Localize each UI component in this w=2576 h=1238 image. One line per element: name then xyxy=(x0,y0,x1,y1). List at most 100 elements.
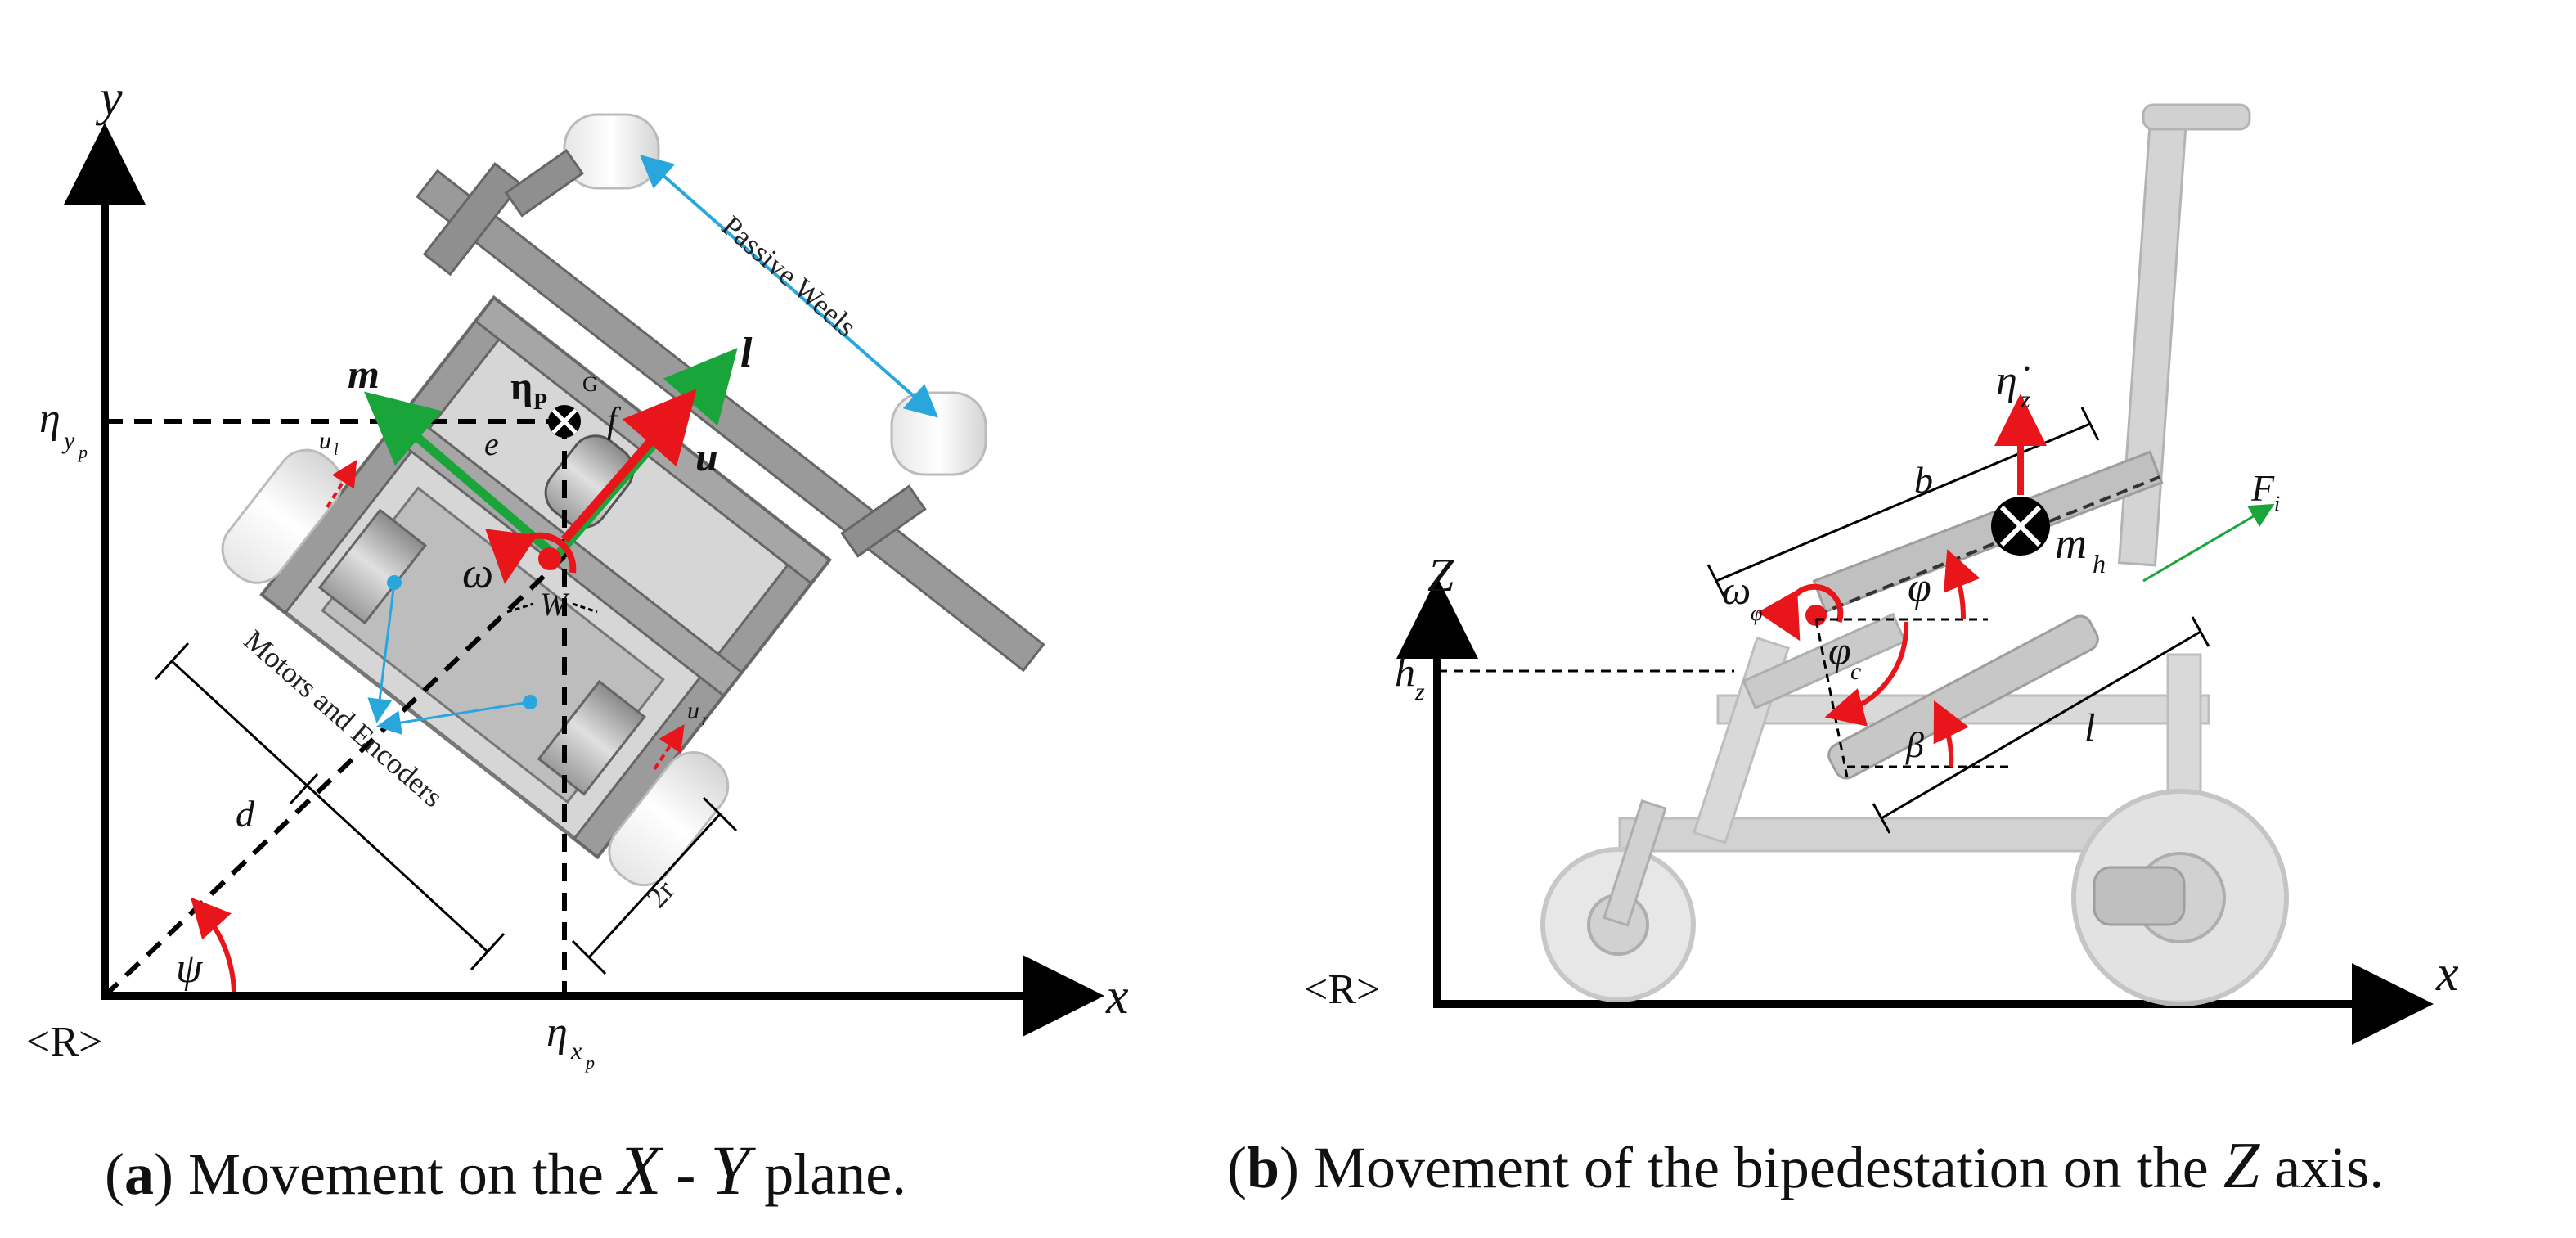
caption-b-sym: Z xyxy=(2223,1130,2260,1202)
wheelchair-side-view xyxy=(1540,103,2289,1006)
omega-label: ω xyxy=(462,548,493,597)
seat-center-dashed xyxy=(1815,475,2160,617)
beta-label: β xyxy=(1905,725,1924,765)
b-label: b xyxy=(1914,459,1933,501)
rotation-center xyxy=(538,547,561,570)
caption-a-end: plane. xyxy=(749,1141,907,1207)
motor-right xyxy=(537,679,646,796)
handle xyxy=(2142,103,2251,131)
motor-pointer-2 xyxy=(376,700,531,735)
w-label: W xyxy=(540,586,570,623)
e-label: e xyxy=(484,425,499,462)
dim-l-line xyxy=(1881,630,2201,820)
caption-a-sym2: Y xyxy=(710,1131,750,1209)
caption-a-text: Movement on the xyxy=(173,1141,618,1207)
svg-text:η: η xyxy=(546,1009,568,1056)
svg-text:z: z xyxy=(1414,678,1425,705)
dim-d-label: d xyxy=(236,793,255,835)
caster-arm-bottom xyxy=(840,484,927,558)
dim-2r-line xyxy=(587,813,722,959)
l-label: l xyxy=(740,330,753,376)
lb-label: l xyxy=(2084,706,2095,750)
phi-arc xyxy=(1943,549,1980,620)
dim-d-tick1 xyxy=(154,642,190,681)
axis-x-label: x xyxy=(1105,969,1129,1024)
phi-c-arc xyxy=(1824,621,1909,727)
fi-label: F i xyxy=(2250,467,2280,515)
axis-z-label: Z xyxy=(1427,548,1454,601)
omega-arc xyxy=(485,529,577,584)
dim-l-tick1 xyxy=(1872,803,1891,834)
svg-text:F: F xyxy=(2250,467,2275,509)
svg-text:P: P xyxy=(533,389,547,415)
mh-label: m h xyxy=(2055,519,2106,578)
dim-b-line xyxy=(1715,422,2091,583)
svg-text:p: p xyxy=(77,442,88,462)
passive-wheels-label: Passive Weels xyxy=(716,209,863,344)
motor-pointer-1 xyxy=(367,582,396,723)
g-label: G xyxy=(582,372,598,396)
dim-2r-tick1 xyxy=(571,939,607,975)
svg-text:c: c xyxy=(1850,658,1861,685)
eta-p-label: η P xyxy=(510,365,547,415)
ur-arrow xyxy=(653,724,685,771)
force-fi-arrow xyxy=(2142,503,2275,583)
svg-text:u: u xyxy=(319,427,331,454)
svg-text:y: y xyxy=(61,427,75,454)
beta-arc xyxy=(1933,700,1969,768)
u-velocity-arrow xyxy=(560,389,697,543)
dim-d-line xyxy=(170,660,489,953)
hz-label: h z xyxy=(1395,649,1425,705)
drive-wheel-right xyxy=(608,751,730,887)
svg-text:x: x xyxy=(570,1038,582,1065)
caption-b-text: Movement of the bipedestation on the xyxy=(1299,1135,2223,1200)
dim-b-tick1 xyxy=(1706,564,1726,598)
center-cross-2 xyxy=(551,408,578,434)
passive-wheel-bottom xyxy=(890,391,987,476)
caption-b-end: axis. xyxy=(2259,1135,2385,1200)
caption-b-letter: b xyxy=(1246,1135,1280,1200)
drive-wheel-left xyxy=(221,448,343,584)
robot-top-view xyxy=(221,162,1045,887)
svg-text:φ: φ xyxy=(1828,628,1851,673)
caster-arm-top xyxy=(504,148,584,218)
caption-a-sym1: X xyxy=(618,1131,662,1209)
dim-l-tick2 xyxy=(2191,616,2210,647)
heading-dashed xyxy=(102,554,567,998)
svg-text:h: h xyxy=(1395,649,1415,695)
eta-x-label: η x p xyxy=(546,1009,595,1073)
eta-y-label: η y p xyxy=(39,395,88,462)
caption-a-dash: - xyxy=(661,1141,711,1207)
eta-dot-z-label: η̇ z xyxy=(1996,358,2030,413)
origin-label: <R> xyxy=(26,1019,102,1065)
phi-c-label: φ c xyxy=(1828,628,1861,685)
psi-arc xyxy=(190,897,236,993)
psi-label: ψ xyxy=(176,945,204,992)
panel-a: y x <R> xyxy=(26,70,1129,1073)
ul-arrow xyxy=(326,459,357,509)
actuator-body xyxy=(1827,614,2099,780)
phi-label: φ xyxy=(1908,565,1931,611)
svg-text:m: m xyxy=(2055,519,2087,568)
mass-cross-2 xyxy=(1999,505,2042,547)
svg-text:φ: φ xyxy=(1751,601,1762,625)
svg-text:l: l xyxy=(334,441,339,459)
ul-label: u l xyxy=(319,427,339,459)
w-dash-left xyxy=(506,602,534,614)
dim-d-tick2 xyxy=(470,932,506,971)
ur-label: u r xyxy=(687,697,708,729)
dim-b-tick2 xyxy=(2080,407,2100,441)
w-dash-right xyxy=(572,602,598,614)
front-fork xyxy=(1603,799,1667,927)
caption-a: (a) Movement on the X - Y plane. xyxy=(105,1131,907,1209)
svg-text:z: z xyxy=(2020,386,2030,413)
caster-bar xyxy=(422,162,523,277)
origin-b-label: <R> xyxy=(1304,966,1380,1013)
m-label: m xyxy=(348,351,380,397)
svg-text:r: r xyxy=(702,711,708,729)
rear-motor xyxy=(2093,866,2186,926)
omega-phi-label: ω φ xyxy=(1722,567,1762,625)
svg-text:p: p xyxy=(584,1052,595,1073)
passive-wheels-arrow xyxy=(639,155,939,418)
